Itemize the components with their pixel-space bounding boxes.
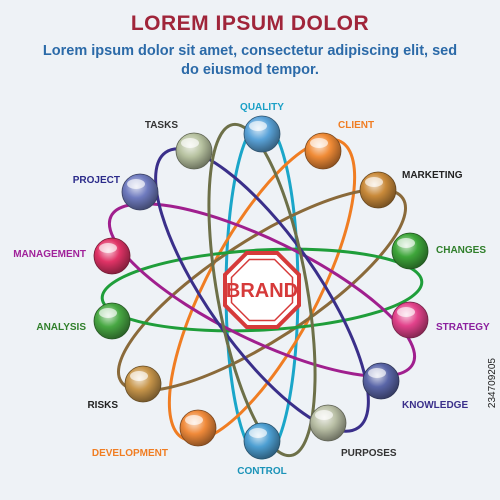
sphere-development — [179, 409, 217, 447]
label-strategy: STRATEGY — [436, 322, 490, 333]
node-project: PROJECT — [73, 173, 159, 211]
label-changes: CHANGES — [436, 245, 486, 256]
label-client: CLIENT — [338, 120, 374, 131]
sphere-highlight — [397, 307, 415, 317]
node-client: CLIENT — [304, 120, 374, 170]
page-title: LOREM IPSUM DOLOR — [130, 12, 370, 35]
orbit-ring — [154, 147, 370, 433]
sphere-client — [304, 132, 342, 170]
orbit-ring — [107, 202, 417, 378]
sphere-highlight — [99, 308, 117, 318]
sphere-risks — [124, 365, 162, 403]
sphere-highlight — [130, 371, 148, 381]
sphere-highlight — [249, 428, 267, 438]
node-knowledge: KNOWLEDGE — [362, 362, 468, 411]
sphere-purposes — [309, 404, 347, 442]
label-control: CONTROL — [237, 466, 286, 477]
orbit-ring — [207, 122, 317, 458]
sphere-marketing — [359, 171, 397, 209]
orbit-ring — [100, 247, 424, 333]
sphere-highlight — [310, 138, 328, 148]
sphere-control — [243, 422, 281, 460]
node-changes: CHANGES — [391, 232, 486, 270]
node-marketing: MARKETING — [359, 170, 463, 209]
sphere-highlight — [127, 179, 145, 189]
sphere-changes — [391, 232, 429, 270]
sphere-highlight — [249, 121, 267, 131]
sphere-highlight — [99, 243, 117, 253]
node-analysis: ANALYSIS — [36, 302, 131, 340]
sphere-management — [93, 237, 131, 275]
orbit-ring — [116, 187, 408, 393]
label-analysis: ANALYSIS — [36, 322, 86, 333]
sphere-highlight — [397, 238, 415, 248]
sphere-project — [121, 173, 159, 211]
label-development: DEVELOPMENT — [92, 448, 168, 459]
label-marketing: MARKETING — [402, 170, 463, 181]
label-quality: QUALITY — [240, 102, 284, 113]
sphere-highlight — [365, 177, 383, 187]
sphere-strategy — [391, 301, 429, 339]
sphere-highlight — [181, 138, 199, 148]
nodes-layer: QUALITY CLIENT MARKETING CHANGES STRATEGY KNO… — [13, 102, 490, 477]
sphere-highlight — [315, 410, 333, 420]
sphere-quality — [243, 115, 281, 153]
sphere-highlight — [185, 415, 203, 425]
label-risks: RISKS — [87, 400, 118, 411]
node-management: MANAGEMENT — [13, 237, 131, 275]
label-knowledge: KNOWLEDGE — [402, 400, 468, 411]
node-control: CONTROL — [237, 422, 287, 477]
node-tasks: TASKS — [145, 120, 213, 170]
sphere-highlight — [368, 368, 386, 378]
node-risks: RISKS — [87, 365, 162, 411]
page-subtitle: Lorem ipsum dolor sit amet, consectetur … — [42, 43, 458, 78]
node-development: DEVELOPMENT — [92, 409, 217, 459]
label-purposes: PURPOSES — [341, 448, 397, 459]
brand-badge-inner — [230, 258, 294, 322]
node-strategy: STRATEGY — [391, 301, 490, 339]
brand-label: BRAND — [226, 280, 298, 302]
sphere-analysis — [93, 302, 131, 340]
stock-id: 234709205 — [487, 357, 498, 408]
label-tasks: TASKS — [145, 120, 178, 131]
label-project: PROJECT — [73, 175, 120, 186]
label-management: MANAGEMENT — [13, 249, 86, 260]
node-purposes: PURPOSES — [309, 404, 397, 459]
brand-badge: BRAND — [223, 251, 301, 329]
node-quality: QUALITY — [240, 102, 284, 153]
sphere-tasks — [175, 132, 213, 170]
sphere-knowledge — [362, 362, 400, 400]
